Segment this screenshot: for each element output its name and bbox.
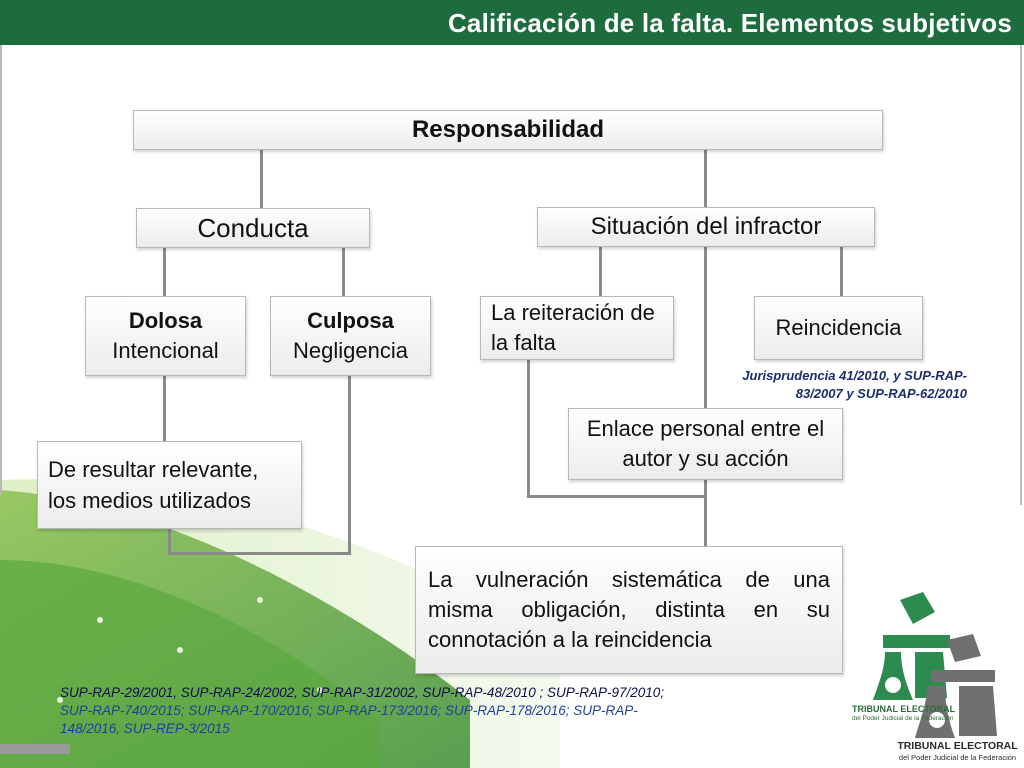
connector <box>527 360 530 498</box>
situacion-label: Situación del infractor <box>590 213 822 240</box>
situacion-box: Situación del infractor <box>537 207 875 247</box>
logo-caption-green: TRIBUNAL ELECTORAL del Poder Judicial de… <box>852 704 956 724</box>
header-bar: Calificación de la falta. Elementos subj… <box>0 0 1024 45</box>
reincidencia-label: Reincidencia <box>775 315 902 340</box>
conducta-box: Conducta <box>136 208 370 248</box>
vulneracion-box: La vulneración sistemática de una misma … <box>415 546 843 674</box>
connector <box>342 247 345 296</box>
logo-sub-2: del Poder Judicial de la Federación <box>898 753 1017 762</box>
left-divider <box>0 45 2 495</box>
connector <box>527 495 707 498</box>
responsabilidad-box: Responsabilidad <box>133 110 883 150</box>
logo-sub-1: del Poder Judicial de la Federación <box>852 715 954 722</box>
connector <box>168 529 171 555</box>
medios-box: De resultar relevante, los medios utiliz… <box>37 441 302 529</box>
connector <box>348 376 351 555</box>
connector <box>704 247 707 408</box>
references-line-3: 148/2016, SUP-REP-3/2015 <box>60 721 230 736</box>
conducta-label: Conducta <box>197 212 309 243</box>
reincidencia-box: Reincidencia <box>754 296 923 360</box>
tribunal-logo-icon <box>873 592 997 738</box>
reiteracion-box: La reiteración de la falta <box>480 296 674 360</box>
dolosa-box: Dolosa Intencional <box>85 296 246 376</box>
slide-title: Calificación de la falta. Elementos subj… <box>447 8 1012 38</box>
connector <box>840 247 843 296</box>
culposa-subtitle: Negligencia <box>293 338 408 363</box>
jurisprudencia-note: Jurisprudencia 41/2010, y SUP-RAP-83/200… <box>742 368 967 401</box>
connector <box>704 480 707 546</box>
connector <box>163 376 166 441</box>
logo-name-2: TRIBUNAL ELECTORAL <box>897 740 1018 752</box>
reiteracion-label: La reiteración de la falta <box>491 300 655 355</box>
references-line-2: SUP-RAP-740/2015; SUP-RAP-170/2016; SUP-… <box>60 703 638 718</box>
enlace-box: Enlace personal entre el autor y su acci… <box>568 408 843 480</box>
connector <box>168 552 351 555</box>
culposa-title: Culposa <box>307 308 394 333</box>
medios-label: De resultar relevante, los medios utiliz… <box>48 457 259 513</box>
culposa-box: Culposa Negligencia <box>270 296 431 376</box>
dolosa-title: Dolosa <box>128 308 203 333</box>
references-line-1: SUP-RAP-29/2001, SUP-RAP-24/2002, SUP-RA… <box>60 685 665 700</box>
right-divider <box>1020 45 1022 505</box>
connector <box>599 247 602 296</box>
connector <box>260 150 263 208</box>
enlace-label: Enlace personal entre el autor y su acci… <box>586 416 825 471</box>
logo-name-1: TRIBUNAL ELECTORAL <box>852 704 956 714</box>
logo-caption-gray: TRIBUNAL ELECTORAL del Poder Judicial de… <box>895 740 1020 764</box>
references: SUP-RAP-29/2001, SUP-RAP-24/2002, SUP-RA… <box>60 684 820 738</box>
responsabilidad-label: Responsabilidad <box>411 116 605 143</box>
connector <box>704 150 707 207</box>
vulneracion-label: La vulneración sistemática de una misma … <box>428 567 830 652</box>
dolosa-subtitle: Intencional <box>112 338 219 363</box>
connector <box>163 247 166 296</box>
